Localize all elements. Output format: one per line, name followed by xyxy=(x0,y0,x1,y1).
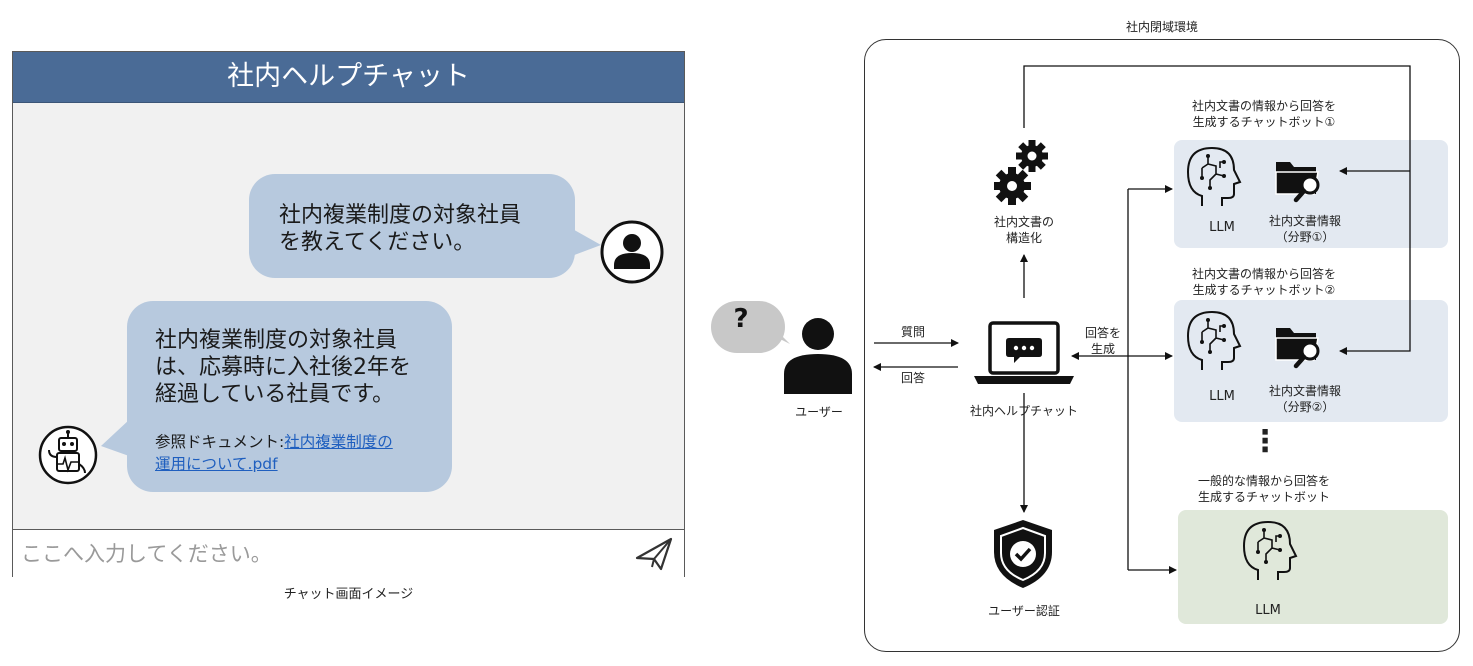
llm-label: LLM xyxy=(1255,603,1281,618)
chatbot-1-title: 社内文書の情報から回答を 生成するチャットボット① xyxy=(1164,98,1364,130)
ai-head-icon xyxy=(1186,310,1242,370)
gears-icon xyxy=(994,140,1048,205)
user-avatar-icon xyxy=(600,220,664,284)
chat-caption: チャット画面イメージ xyxy=(283,587,414,602)
auth-label: ユーザー認証 xyxy=(988,604,1060,618)
general-chatbot-panel xyxy=(1178,510,1448,624)
doc-info-1-label: 社内文書情報 （分野①） xyxy=(1250,213,1360,245)
folder-search-icon xyxy=(1275,162,1320,203)
reference-document: 参照ドキュメント:社内複業制度の運用について.pdf xyxy=(155,431,452,475)
folder-search-icon xyxy=(1275,328,1320,369)
ai-head-icon xyxy=(1242,520,1298,580)
chatbot-2-title-line: 生成するチャットボット② xyxy=(1192,283,1336,297)
llm-label: LLM xyxy=(1209,220,1235,235)
chatbot-1-title-line: 社内文書の情報から回答を xyxy=(1191,99,1336,113)
bot-message-bubble: 社内複業制度の対象社員 は、応募時に入社後2年を 経過している社員です。 参照ド… xyxy=(127,301,452,492)
user-message-bubble: 社内複業制度の対象社員 を教えてください。 xyxy=(249,174,575,278)
reference-link-part: 社内複業制度の xyxy=(284,433,393,451)
question-label: 質問 xyxy=(900,325,925,339)
user-person-icon xyxy=(784,318,852,394)
environment-label: 社内閉域環境 xyxy=(1125,20,1198,34)
shield-check-icon xyxy=(994,520,1052,588)
bot-message-line: 社内複業制度の対象社員 xyxy=(155,328,398,353)
robot-avatar-icon xyxy=(38,425,98,485)
chat-window: 社内ヘルプチャット 社内複業制度の対象社員 を教えてください。 社内複業制度の対… xyxy=(12,51,685,577)
more-chatbots-ellipsis: ⋮ xyxy=(1250,424,1280,459)
reference-label: 参照ドキュメント: xyxy=(155,433,285,451)
chatbot-2-title-line: 社内文書の情報から回答を xyxy=(1191,267,1336,281)
structuring-label-line: 社内文書の xyxy=(993,215,1054,229)
generate-label-line: 生成 xyxy=(1090,342,1115,356)
doc-info-2-label: 社内文書情報 （分野②） xyxy=(1250,383,1360,415)
laptop-chat-icon xyxy=(974,321,1074,384)
user-message-line: を教えてください。 xyxy=(279,230,476,255)
reference-link-part: 運用について.pdf xyxy=(155,455,278,473)
chat-title: 社内ヘルプチャット xyxy=(13,52,684,103)
chatbot-2-panel xyxy=(1174,300,1448,422)
chat-input[interactable] xyxy=(19,538,623,570)
user-message-line: 社内複業制度の対象社員 xyxy=(279,203,522,228)
ai-head-icon xyxy=(1186,146,1242,206)
doc-info-1-label-line: （分野①） xyxy=(1275,230,1335,244)
user-bubble-tail xyxy=(569,227,601,257)
structuring-label: 社内文書の 構造化 xyxy=(974,214,1074,246)
doc-info-1-label-line: 社内文書情報 xyxy=(1268,214,1341,228)
reference-link[interactable]: 社内複業制度の運用について.pdf xyxy=(155,433,393,473)
chatbot-3-title-line: 一般的な情報から回答を xyxy=(1197,474,1330,488)
bot-message-line: 経過している社員です。 xyxy=(155,382,395,407)
chatbot-2-title: 社内文書の情報から回答を 生成するチャットボット② xyxy=(1164,266,1364,298)
generate-label: 回答を 生成 xyxy=(1078,325,1128,357)
doc-info-2-label-line: 社内文書情報 xyxy=(1268,384,1341,398)
structuring-label-line: 構造化 xyxy=(1005,231,1042,245)
chatbot-1-title-line: 生成するチャットボット① xyxy=(1192,115,1336,129)
chat-input-bar xyxy=(13,529,684,577)
chatbot-3-title: 一般的な情報から回答を 生成するチャットボット xyxy=(1164,473,1364,505)
send-icon[interactable] xyxy=(635,536,675,572)
answer-label: 回答 xyxy=(900,371,925,385)
chatbot-3-title-line: 生成するチャットボット xyxy=(1198,490,1330,504)
question-bubble-tail xyxy=(762,326,790,344)
bot-message-line: は、応募時に入社後2年を xyxy=(155,355,411,380)
bot-bubble-tail xyxy=(101,420,129,456)
user-label: ユーザー xyxy=(795,405,843,419)
closed-environment-box xyxy=(864,39,1460,652)
chat-system-label: 社内ヘルプチャット xyxy=(970,404,1078,418)
llm-label: LLM xyxy=(1209,389,1235,404)
question-mark: ? xyxy=(733,304,749,334)
generate-label-line: 回答を xyxy=(1084,326,1121,340)
doc-info-2-label-line: （分野②） xyxy=(1275,400,1335,414)
